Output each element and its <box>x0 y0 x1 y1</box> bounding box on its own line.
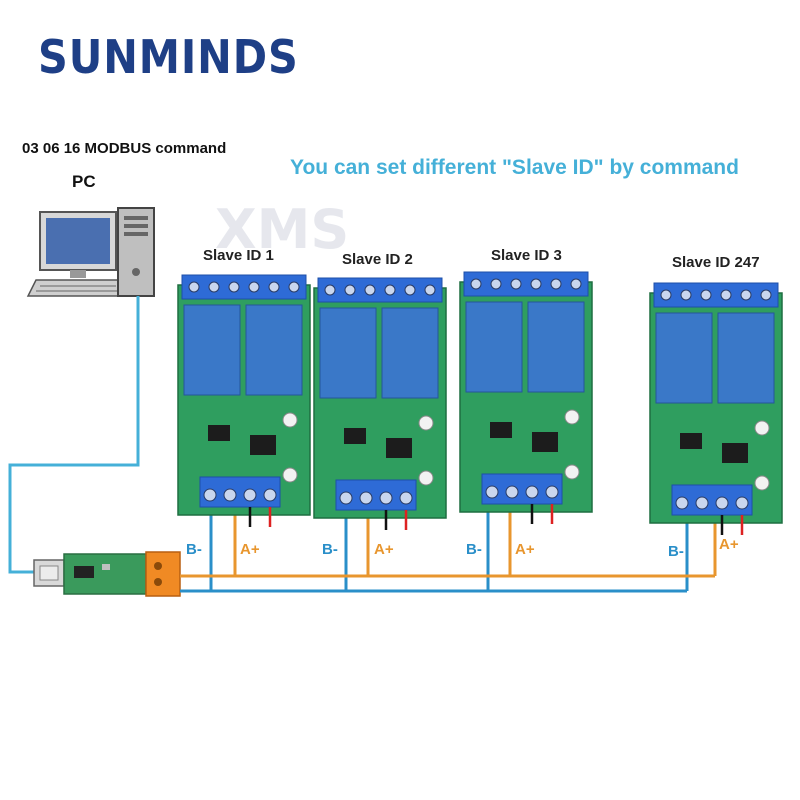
slave-label-2: Slave ID 2 <box>342 251 413 268</box>
relay-board-2 <box>313 277 447 530</box>
led <box>754 475 770 491</box>
ic-chip <box>722 443 748 463</box>
terminal-screw <box>268 281 280 293</box>
terminal-screw <box>384 284 396 296</box>
terminal-screw <box>490 278 502 290</box>
output-terminal <box>463 271 589 297</box>
terminal-screw <box>223 488 237 502</box>
terminal-screw <box>695 496 709 510</box>
ic-chip <box>386 438 412 458</box>
wire-label-b-1: B- <box>186 541 202 558</box>
terminal-screw <box>243 488 257 502</box>
terminal-screw <box>379 491 393 505</box>
relay-board-1 <box>177 274 311 527</box>
terminal-screw <box>288 281 300 293</box>
terminal-screw <box>740 289 752 301</box>
terminal-screw <box>208 281 220 293</box>
led <box>418 470 434 486</box>
relay-board-3 <box>459 271 593 524</box>
terminal-screw <box>359 491 373 505</box>
wire-label-a-2: A+ <box>374 541 394 558</box>
terminal-screw <box>760 289 772 301</box>
terminal-screw <box>339 491 353 505</box>
relay-1 <box>465 301 523 393</box>
relay-1 <box>319 307 377 399</box>
terminal-screw <box>530 278 542 290</box>
led <box>282 412 298 428</box>
wire-label-a-3: A+ <box>515 541 535 558</box>
terminal-screw <box>324 284 336 296</box>
led <box>282 467 298 483</box>
output-terminal <box>181 274 307 300</box>
terminal-screw <box>675 496 689 510</box>
led <box>564 464 580 480</box>
slave-label-3: Slave ID 3 <box>491 247 562 264</box>
ic-chip <box>490 422 512 438</box>
relay-2 <box>527 301 585 393</box>
slave-label-1: Slave ID 1 <box>203 247 274 264</box>
ic-chip <box>208 425 230 441</box>
relay-1 <box>183 304 241 396</box>
terminal-screw <box>364 284 376 296</box>
terminal-screw <box>715 496 729 510</box>
ic-chip <box>250 435 276 455</box>
terminal-screw <box>570 278 582 290</box>
wire-label-b-3: B- <box>466 541 482 558</box>
slave-label-4: Slave ID 247 <box>672 254 760 271</box>
terminal-screw <box>545 485 559 499</box>
usb-rs485-adapter-icon <box>33 551 181 597</box>
watermark: XMS <box>215 198 349 261</box>
terminal-screw <box>203 488 217 502</box>
terminal-screw <box>404 284 416 296</box>
relay-2 <box>381 307 439 399</box>
terminal-screw <box>424 284 436 296</box>
brand-logo: SUNMINDS <box>38 30 299 84</box>
terminal-screw <box>470 278 482 290</box>
ic-chip <box>680 433 702 449</box>
bus-wire-b <box>180 512 689 593</box>
led <box>754 420 770 436</box>
ic-chip <box>344 428 366 444</box>
headline: You can set different "Slave ID" by comm… <box>290 156 739 179</box>
terminal-screw <box>660 289 672 301</box>
relay-2 <box>717 312 775 404</box>
wire-label-b-4: B- <box>668 543 684 560</box>
terminal-screw <box>550 278 562 290</box>
pc-label: PC <box>72 172 96 191</box>
relay-2 <box>245 304 303 396</box>
terminal-screw <box>720 289 732 301</box>
pc-icon <box>26 207 155 297</box>
bus-wire-a <box>180 512 717 578</box>
command-label: 03 06 16 MODBUS command <box>22 140 227 157</box>
terminal-screw <box>399 491 413 505</box>
ic-chip <box>532 432 558 452</box>
terminal-screw <box>505 485 519 499</box>
terminal-screw <box>263 488 277 502</box>
relay-board-4 <box>649 282 783 535</box>
terminal-screw <box>485 485 499 499</box>
terminal-screw <box>525 485 539 499</box>
wire-label-b-2: B- <box>322 541 338 558</box>
terminal-screw <box>735 496 749 510</box>
terminal-screw <box>700 289 712 301</box>
terminal-screw <box>680 289 692 301</box>
relay-1 <box>655 312 713 404</box>
wire-label-a-4: A+ <box>719 536 739 553</box>
terminal-screw <box>248 281 260 293</box>
output-terminal <box>317 277 443 303</box>
terminal-screw <box>344 284 356 296</box>
led <box>564 409 580 425</box>
terminal-screw <box>510 278 522 290</box>
wire-label-a-1: A+ <box>240 541 260 558</box>
terminal-screw <box>188 281 200 293</box>
output-terminal <box>653 282 779 308</box>
terminal-screw <box>228 281 240 293</box>
usb-cable <box>8 296 140 574</box>
led <box>418 415 434 431</box>
